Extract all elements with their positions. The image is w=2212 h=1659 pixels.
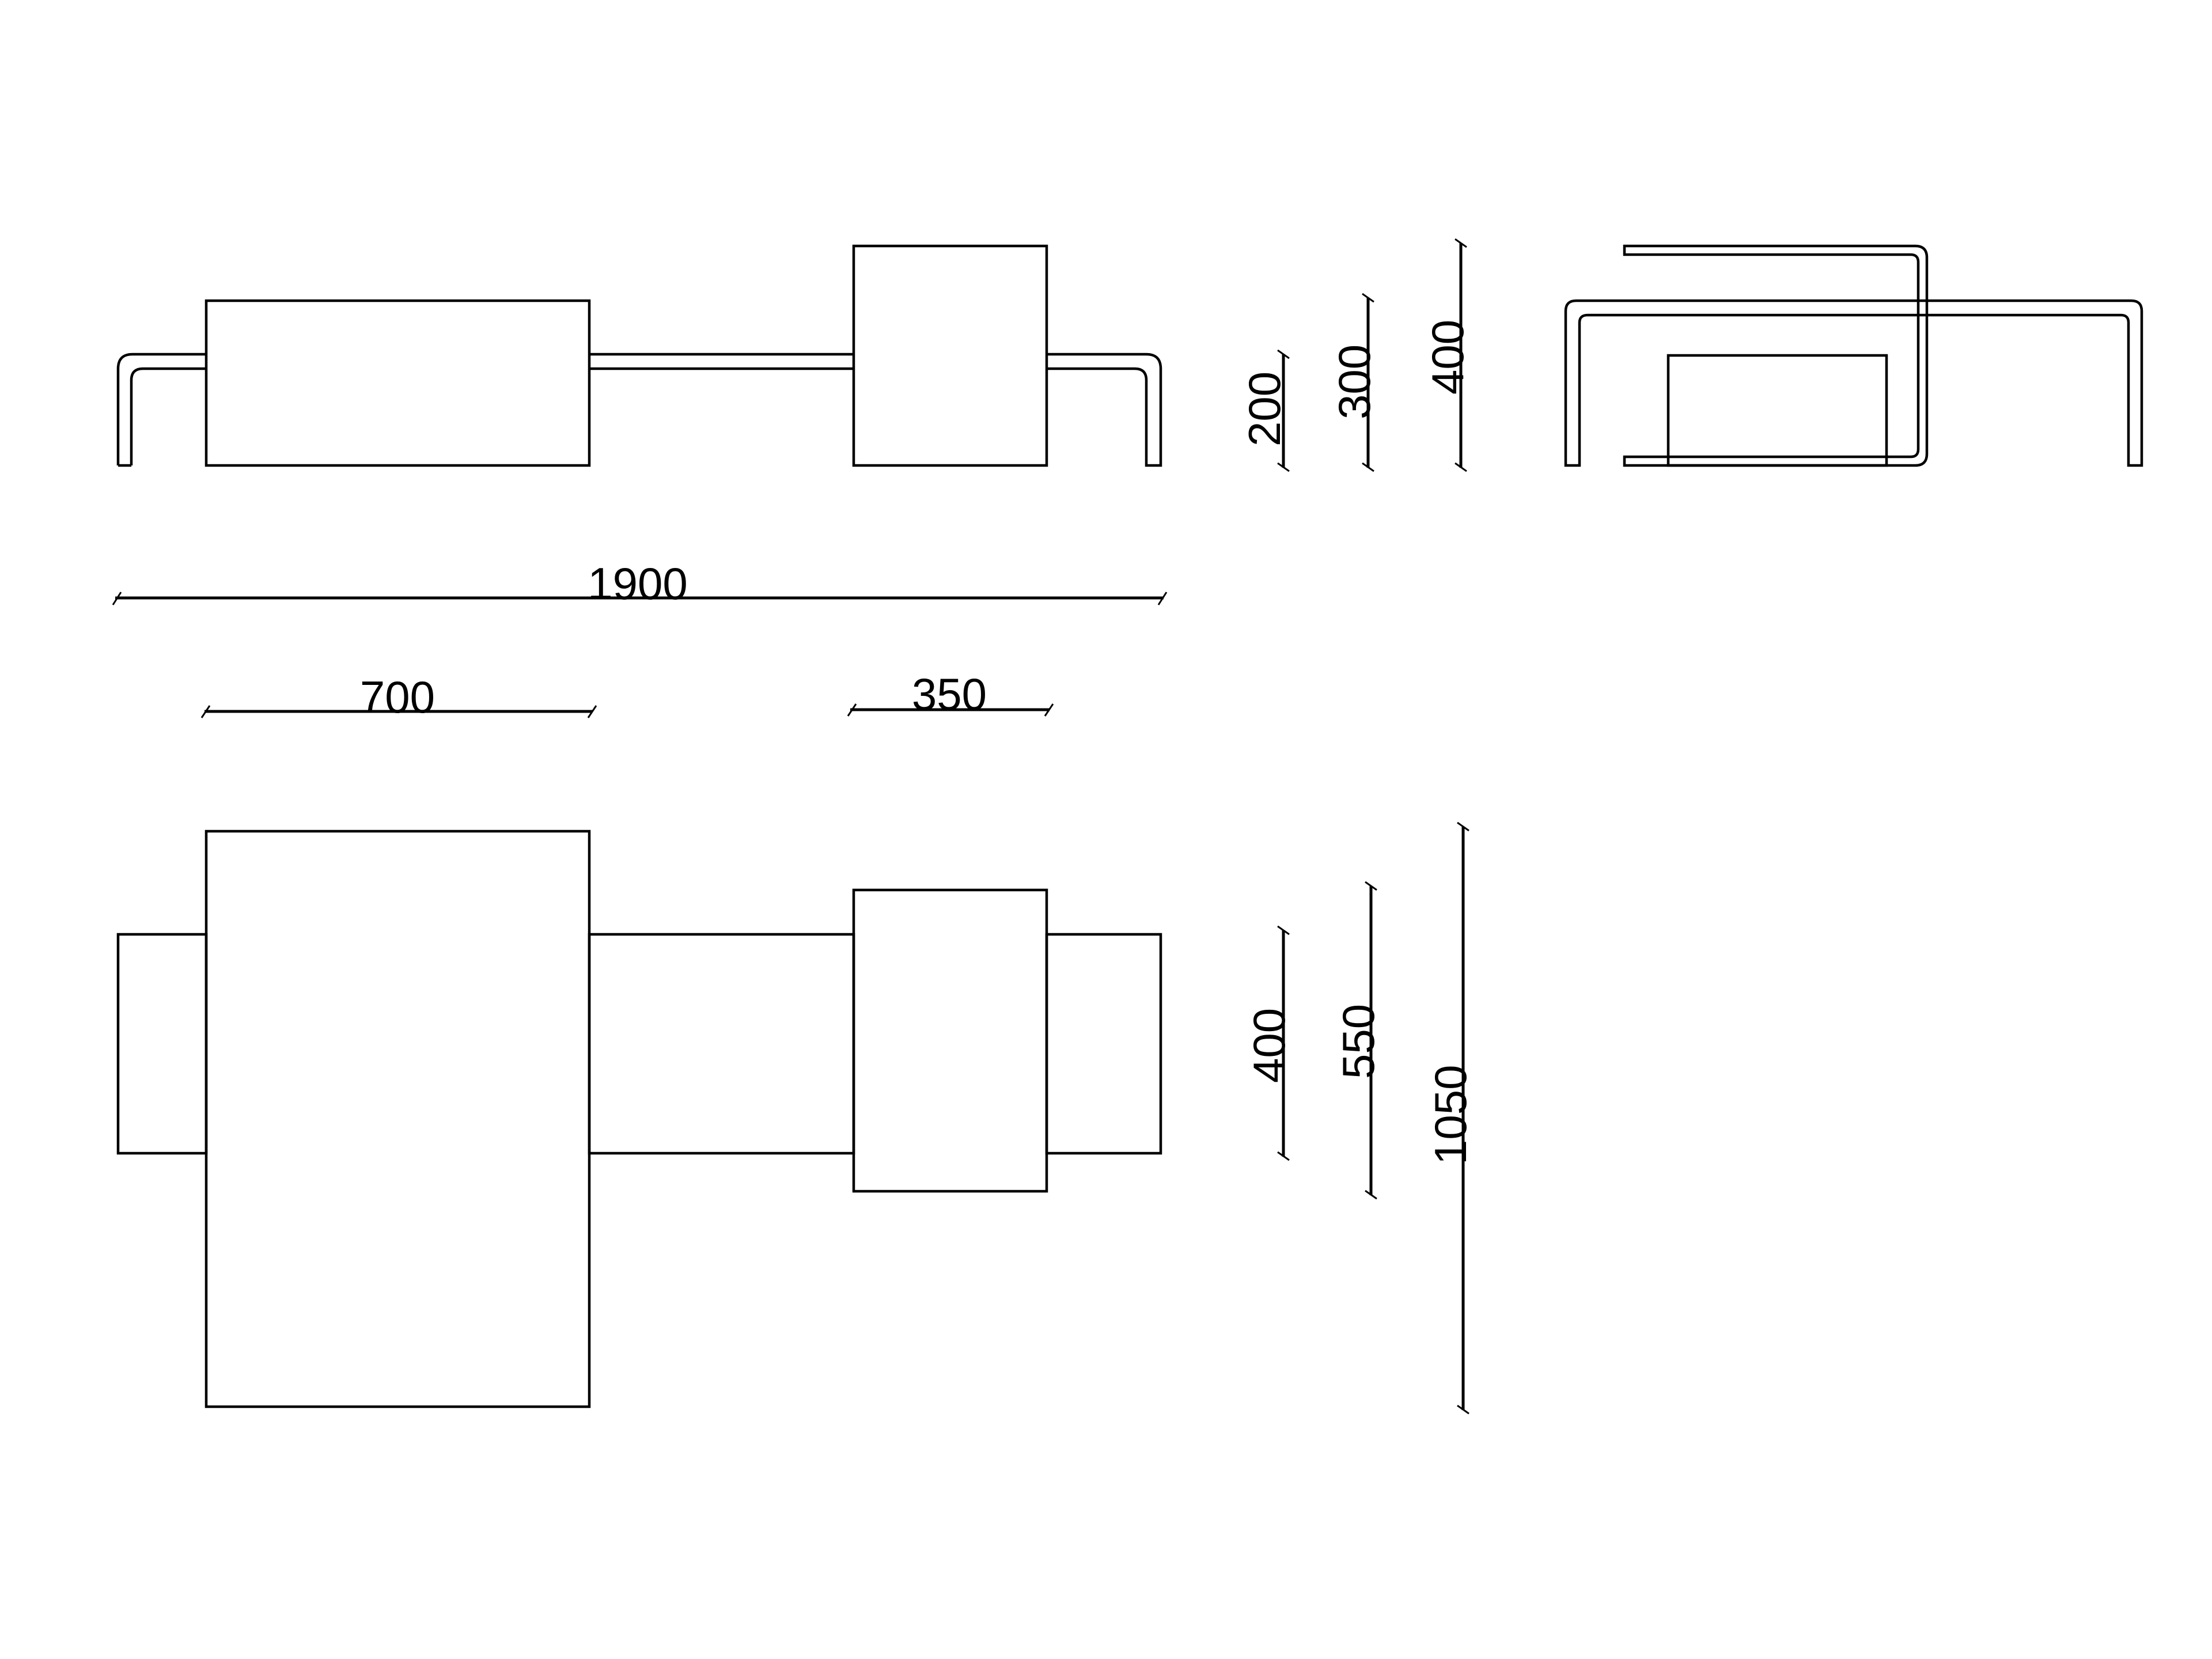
dim-label-200: 200	[1239, 372, 1290, 446]
dim-label-700: 700	[360, 672, 435, 722]
front-height-dimensions: 200 300 400	[1239, 238, 1473, 472]
front-frame-middle-bar	[589, 353, 854, 370]
plan-frame-right-end	[1045, 933, 1162, 1155]
dim-label-1050: 1050	[1425, 1065, 1476, 1165]
front-small-block	[852, 244, 1048, 467]
front-frame-right-leg	[1047, 353, 1162, 467]
front-large-block	[204, 299, 591, 467]
side-elevation	[1564, 244, 2143, 467]
side-large-frame	[1564, 299, 2143, 467]
width-dimensions: 1900 700 350	[112, 558, 1168, 722]
dim-label-400-plan: 400	[1244, 1008, 1294, 1083]
plan-view	[116, 830, 1162, 1408]
dim-label-550: 550	[1333, 1004, 1384, 1079]
dim-label-1900: 1900	[588, 558, 688, 609]
plan-frame-middle	[588, 933, 855, 1155]
front-frame-left-leg	[116, 353, 206, 465]
dim-label-350: 350	[912, 669, 987, 719]
plan-large-block	[204, 830, 591, 1408]
plan-frame-left-end	[116, 933, 208, 1155]
side-small-frame	[1623, 244, 1929, 467]
front-elevation	[116, 244, 1162, 467]
side-small-block	[1666, 354, 1888, 467]
plan-small-block	[852, 888, 1048, 1193]
dim-label-400-front: 400	[1422, 320, 1473, 395]
plan-depth-dimensions: 400 550 1050	[1244, 821, 1476, 1415]
dim-label-300: 300	[1329, 344, 1380, 419]
